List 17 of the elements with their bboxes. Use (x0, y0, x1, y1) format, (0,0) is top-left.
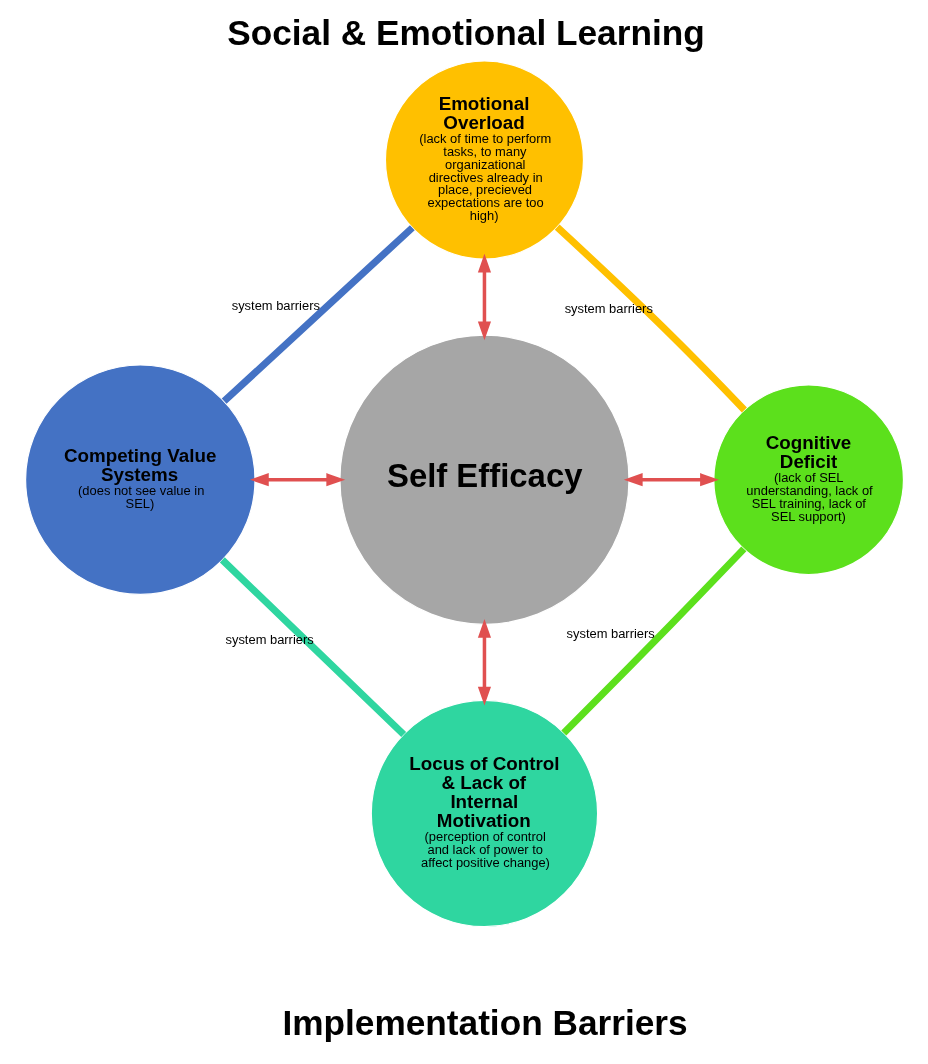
node-circle: Locus of Control & Lack of Internal Motivation (perception of control and lack of power to affect positive change) (370, 699, 598, 928)
arrow (623, 473, 719, 487)
arrow (249, 473, 345, 487)
node-circle: Emotional Overload (lack of time to perform tasks, to many organizational directives already in place, precieved expectations are too high) (384, 60, 584, 260)
arrow (477, 619, 491, 706)
node-circle: Self Efficacy (338, 334, 630, 625)
diagram-title: Social & Emotional Learning (226, 12, 705, 52)
connector (221, 225, 415, 404)
connector (560, 546, 746, 736)
node-circle: Competing Value Systems (does not see value in SEL) (24, 364, 256, 595)
connector (554, 224, 747, 413)
arrow (477, 253, 491, 341)
connector (219, 557, 406, 738)
node-circle: Cognitive Deficit (lack of SEL understanding, lack of SEL training, lack of SEL support) (712, 384, 904, 576)
edge-label: system barriers (231, 297, 320, 313)
caption: Implementation Barriers (281, 1002, 688, 1042)
edge-label: system barriers (566, 625, 655, 641)
